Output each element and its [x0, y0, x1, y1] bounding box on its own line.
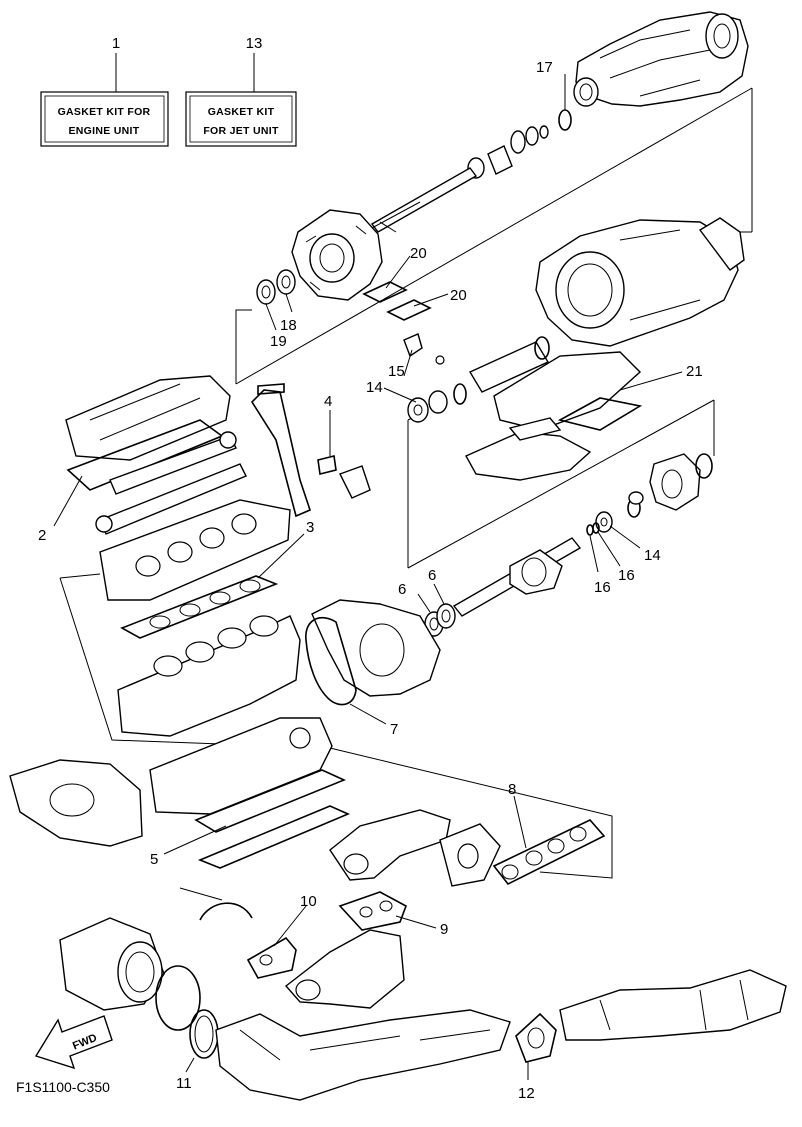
callout-3: 3 [306, 519, 314, 536]
bearing-housing [291, 209, 383, 301]
bearing-14-upper [407, 383, 467, 423]
exhaust-manifold [329, 809, 501, 887]
callout-6-right: 6 [428, 567, 436, 584]
kit-label-line2: ENGINE UNIT [69, 125, 140, 137]
gasket-7 [305, 616, 357, 706]
kit-label-line1: GASKET KIT FOR [58, 106, 151, 118]
kit-box-engine-unit: 1 GASKET KIT FOR ENGINE UNIT [40, 35, 169, 147]
muffler [59, 917, 165, 1011]
crankcase-cover [9, 759, 143, 847]
gasket-20-lower [386, 299, 432, 321]
callouts: 17 20 20 18 19 15 14 21 4 2 3 14 16 16 6… [38, 59, 703, 1102]
callout-6-left: 6 [398, 581, 406, 598]
exhaust-chamber [284, 929, 405, 1009]
fitting-15 [403, 333, 445, 365]
oil-seal-18 [276, 269, 296, 295]
chain-tensioner-4 [317, 455, 371, 499]
callout-7: 7 [390, 721, 398, 738]
callout-19: 19 [270, 333, 287, 350]
diagram-code: F1S1100-C350 [16, 1079, 110, 1095]
oil-seal-19 [256, 279, 276, 305]
callout-18: 18 [280, 317, 297, 334]
callout-1: 1 [112, 35, 120, 52]
gasket-20-upper [362, 281, 408, 303]
callout-20-upper: 20 [410, 245, 427, 262]
drive-shaft-assembly [370, 125, 549, 233]
cylinder-head [99, 499, 291, 601]
callout-8: 8 [508, 781, 516, 798]
callout-16-left: 16 [594, 579, 611, 596]
callout-13: 13 [246, 35, 263, 52]
gasket-5 [194, 769, 351, 869]
kit-box-jet-unit: 13 GASKET KIT FOR JET UNIT [185, 35, 297, 147]
callout-16-right: 16 [618, 567, 635, 584]
kit-label-line1: GASKET KIT [208, 106, 275, 118]
callout-14-upper: 14 [366, 379, 383, 396]
gasket-10 [246, 936, 297, 979]
gasket-12 [515, 1012, 557, 1063]
callout-4: 4 [324, 393, 332, 410]
o-ring-17 [558, 109, 572, 131]
head-gasket-3 [120, 575, 279, 639]
callout-14-lower: 14 [644, 547, 661, 564]
callout-2: 2 [38, 527, 46, 544]
callout-9: 9 [440, 921, 448, 938]
gasket-11 [189, 1009, 219, 1059]
water-lock-hose [559, 969, 787, 1041]
cylinder-head-cover [65, 375, 231, 461]
seals-6 [424, 603, 456, 637]
forward-arrow-icon: FWD [34, 1015, 113, 1070]
cylinder-block [117, 615, 301, 737]
callout-10: 10 [300, 893, 317, 910]
jet-intake-housing [535, 217, 745, 347]
timing-chain [250, 383, 311, 518]
o-rings-16 [586, 522, 600, 536]
callout-12: 12 [518, 1085, 535, 1102]
crankcase [149, 717, 333, 815]
kit-label-line2: FOR JET UNIT [203, 125, 279, 137]
hose-clamp-lower [155, 965, 201, 1031]
callout-20-lower: 20 [450, 287, 467, 304]
callout-21: 21 [686, 363, 703, 380]
callout-15: 15 [388, 363, 405, 380]
impeller-housing [649, 453, 713, 511]
exhaust-gasket-8 [492, 819, 606, 886]
callout-11: 11 [176, 1075, 192, 1092]
generator-cover [311, 599, 441, 697]
gasket-9 [338, 891, 407, 931]
callout-17: 17 [536, 59, 553, 76]
camshafts [95, 431, 247, 535]
seal-14-lower [595, 491, 644, 533]
impeller-shaft [452, 537, 582, 617]
jet-pump-housing [573, 11, 749, 107]
lower-mount-bracket [465, 417, 592, 481]
sleeve-and-ring [468, 336, 550, 393]
exhaust-pipe [215, 1009, 511, 1101]
callout-5: 5 [150, 851, 158, 868]
hose-clamp-upper [179, 887, 253, 921]
